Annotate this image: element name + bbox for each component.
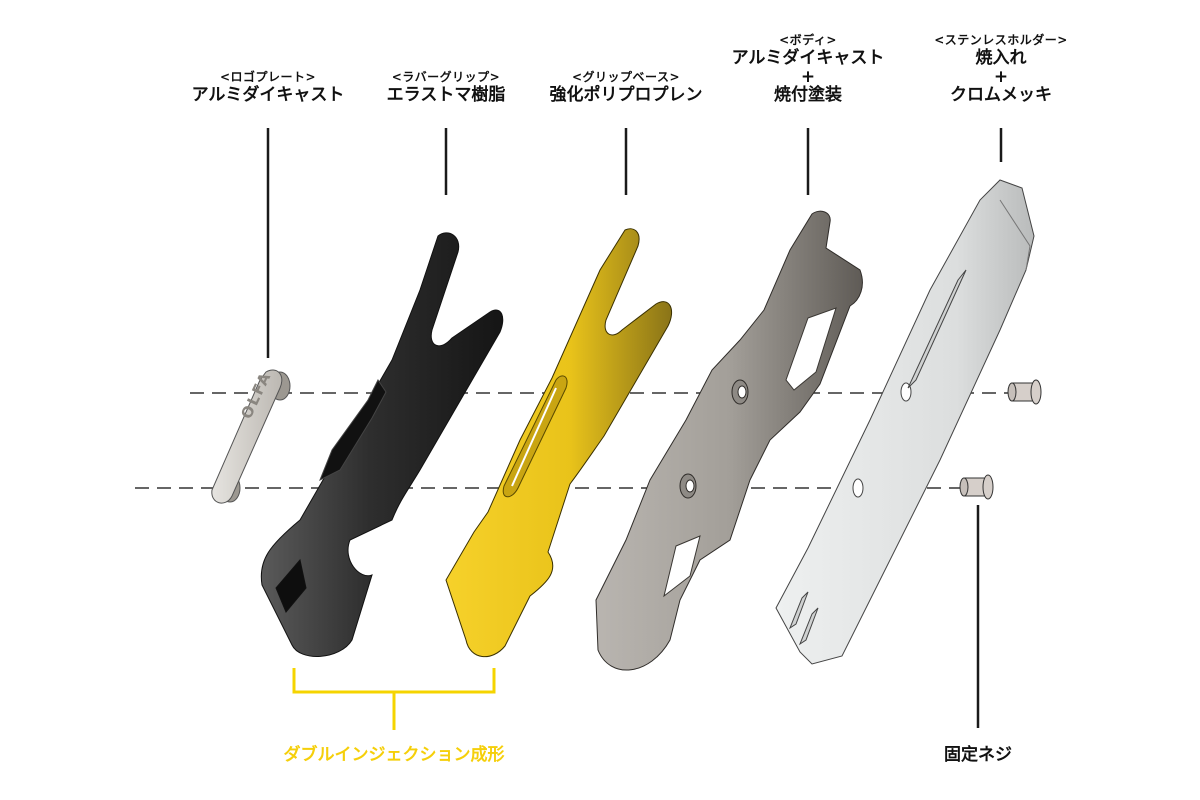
label-stainless-holder: <ステンレスホルダー> 焼入れ + クロムメッキ bbox=[934, 33, 1068, 106]
fixing-screws bbox=[959, 379, 1042, 500]
material-label: 強化ポリプロプレン bbox=[549, 85, 703, 105]
rubber-grip-part bbox=[260, 232, 504, 657]
body-part bbox=[595, 210, 863, 671]
double-injection-bracket bbox=[292, 668, 496, 730]
fixing-screw-text: 固定ネジ bbox=[944, 745, 1012, 765]
plus-sign: + bbox=[800, 67, 816, 87]
finish-label: クロムメッキ bbox=[950, 85, 1052, 105]
plus-sign: + bbox=[993, 67, 1009, 87]
label-fixing-screw: 固定ネジ bbox=[944, 745, 1012, 766]
screw-lower bbox=[959, 474, 994, 500]
grip-base-part bbox=[445, 228, 672, 657]
logo-plate-part: OLFA bbox=[211, 368, 291, 504]
material-label: 焼入れ bbox=[975, 48, 1027, 68]
category-label: <ステンレスホルダー> bbox=[934, 33, 1068, 47]
category-label: <グリップベース> bbox=[571, 70, 680, 84]
label-rubber-grip: <ラバーグリップ> エラストマ樹脂 bbox=[387, 70, 506, 106]
material-label: エラストマ樹脂 bbox=[386, 85, 506, 105]
assembly-axes bbox=[135, 392, 1015, 489]
label-logo-plate: <ロゴプレート> アルミダイキャスト bbox=[192, 70, 345, 106]
label-grip-base: <グリップベース> 強化ポリプロプレン bbox=[550, 70, 703, 106]
screw-upper bbox=[1007, 379, 1042, 405]
label-double-injection: ダブルインジェクション成形 bbox=[284, 745, 505, 766]
label-body: <ボディ> アルミダイキャスト + 焼付塗装 bbox=[732, 33, 885, 106]
double-injection-text: ダブルインジェクション成形 bbox=[283, 745, 505, 765]
material-label: アルミダイキャスト bbox=[731, 48, 885, 68]
stainless-holder-part bbox=[775, 179, 1035, 665]
category-label: <ボディ> bbox=[779, 33, 837, 47]
material-label: アルミダイキャスト bbox=[191, 85, 345, 105]
category-label: <ロゴプレート> bbox=[219, 70, 317, 84]
category-label: <ラバーグリップ> bbox=[391, 70, 501, 84]
finish-label: 焼付塗装 bbox=[774, 85, 842, 105]
leader-lines bbox=[266, 128, 1003, 728]
